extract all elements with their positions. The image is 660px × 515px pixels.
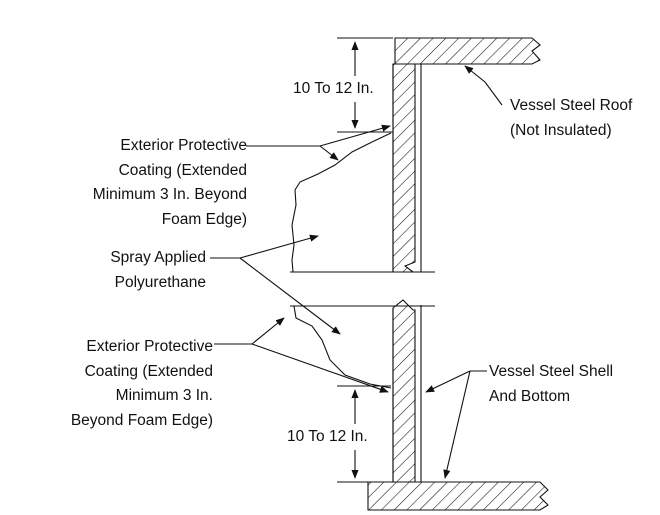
label-line: Vessel Steel Roof <box>510 97 633 114</box>
dimension-label-bottom: 10 To 12 In. <box>285 425 370 450</box>
vessel-bottom-plate <box>367 481 549 511</box>
leader-coating-bottom <box>214 317 389 393</box>
leader-coating-top <box>246 124 391 161</box>
label-line: Foam Edge) <box>161 210 247 228</box>
vessel-shell-wall-upper <box>392 63 422 273</box>
label-coating-top: Exterior Protective Coating (Extended Mi… <box>93 134 247 232</box>
label-line: And Bottom <box>489 387 570 405</box>
leader-foam <box>210 234 341 335</box>
label-line: Coating (Extended <box>118 161 247 179</box>
label-vessel-roof: Vessel Steel Roof (Not Insulated) <box>510 94 632 143</box>
label-line: Exterior Protective <box>86 338 213 355</box>
leader-roof <box>464 65 503 106</box>
leader-shell <box>425 370 487 479</box>
label-line: Minimum 3 In. Beyond <box>92 186 247 203</box>
break-lines <box>290 271 435 307</box>
dimension-label-top: 10 To 12 In. <box>291 77 376 102</box>
foam-edge-upper <box>291 132 392 273</box>
label-line: (Not Insulated) <box>510 121 612 139</box>
vessel-shell-wall-lower <box>392 299 422 483</box>
label-spray-foam: Spray Applied Polyurethane <box>110 246 206 295</box>
label-coating-bottom: Exterior Protective Coating (Extended Mi… <box>71 335 213 433</box>
label-vessel-shell: Vessel Steel Shell And Bottom <box>489 360 613 409</box>
label-line: Vessel Steel Shell <box>489 363 614 380</box>
foam-edge-lower <box>293 305 392 389</box>
label-line: Beyond Foam Edge) <box>70 411 213 429</box>
dimension-top <box>337 37 393 133</box>
label-line: Spray Applied <box>110 249 206 266</box>
label-line: Polyurethane <box>114 273 206 291</box>
label-line: Exterior Protective <box>120 137 247 154</box>
label-line: Coating (Extended <box>84 362 213 380</box>
vessel-roof-plate <box>394 37 541 65</box>
label-line: Minimum 3 In. <box>115 387 213 404</box>
